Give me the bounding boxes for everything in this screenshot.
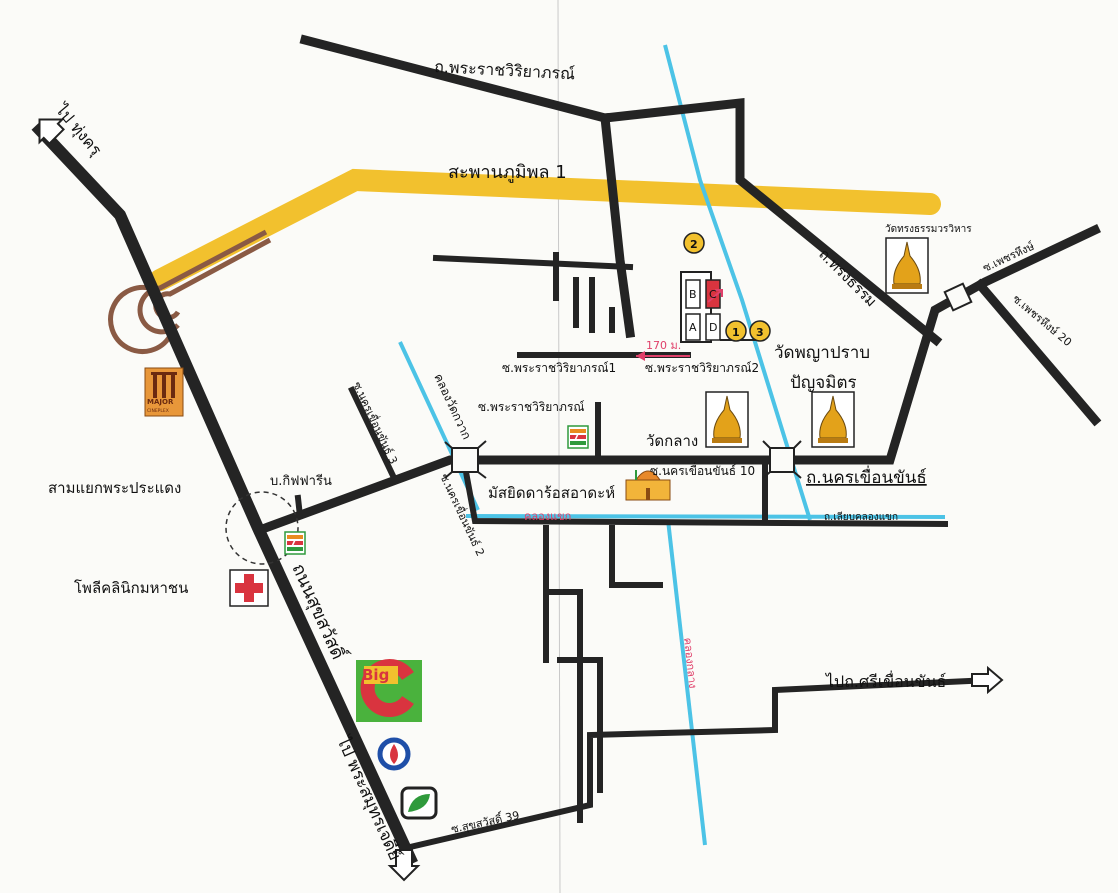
big-c-text: Big — [362, 666, 389, 684]
marker-2-text: 2 — [690, 238, 698, 251]
label-soi-prv: ซ.พระราชวิริยาภรณ์ — [478, 400, 585, 414]
marker-3-text: 3 — [756, 326, 764, 339]
circle-marker-2 — [683, 232, 705, 254]
bangchak-icon — [400, 786, 438, 820]
arrow-left-icon — [38, 118, 65, 145]
label-mosque: มัสยิดดาร้อสอาดะห์ — [488, 484, 615, 502]
building-c: C — [709, 288, 717, 301]
canal-klang — [666, 519, 707, 846]
label-bridge: สะพานภูมิพล 1 — [448, 162, 567, 183]
building-d: D — [709, 321, 717, 334]
label-polyclinic: โพลีคลินิกมหาชน — [74, 579, 188, 597]
fold-line — [557, 0, 561, 893]
arrow-entry-icon — [707, 289, 723, 303]
seven-text: 7 — [573, 433, 579, 443]
ptt-icon — [377, 737, 411, 771]
major-cineplex-icon — [144, 367, 184, 417]
building-b: B — [689, 288, 697, 301]
major-logo-sub: CINEPLEX — [147, 408, 169, 414]
seven-eleven-icon — [284, 531, 306, 555]
label-soi-prv2: ซ.พระราชวิริยาภรณ์2 — [645, 361, 759, 375]
intersection-marker-2 — [762, 440, 802, 479]
temple-icon — [705, 391, 749, 448]
label-soi-nk3: ซ.นครเขื่อนขันธ์ 3 — [350, 379, 401, 466]
road-phra-ratchawiriyaphon — [299, 34, 943, 347]
arrow-down-icon — [387, 849, 421, 882]
label-soi-nk10: ซ.นครเขื่อนขันธ์ 10 — [650, 462, 755, 478]
label-wat-songtham: วัดทรงธรรมวรวิหาร — [885, 224, 972, 235]
label-soi-prv1: ซ.พระราชวิริยาภรณ์1 — [502, 361, 616, 375]
label-distance: 170 ม. — [646, 339, 681, 352]
label-wat-klang: วัดกลาง — [646, 432, 698, 450]
arrow-left-icon — [636, 351, 645, 361]
label-khlong-wat-kwan: คลองวัดกวาก — [431, 371, 474, 441]
label-thanon-songtham: ถ.ทรงธรรม — [815, 245, 880, 310]
intersection-marker-1 — [444, 440, 487, 479]
mosque-icon — [625, 470, 671, 501]
label-wat-phaya-1: วัดพญาปราบ — [774, 343, 870, 363]
big-c-icon — [356, 659, 422, 722]
label-thanon-nk: ถ.นครเขื่อนขันธ์ — [806, 465, 927, 488]
label-soi-phetcharat-20: ซ.เพชรหึงษ์ 20 — [1010, 292, 1074, 349]
label-to-srikhuean: ไปถ.ศรีเขื่อนขันธ์ — [824, 670, 946, 691]
marker-1-text: 1 — [732, 326, 740, 339]
label-liap-khlong: ถ.เลียบคลองแขก — [824, 511, 898, 523]
hospital-cross-icon — [229, 569, 269, 607]
road-phetcharat-20 — [973, 278, 1102, 427]
major-logo-text: MAJOR — [147, 398, 174, 406]
temple-icon — [811, 391, 855, 448]
canal-khaek — [465, 514, 946, 519]
road-suksawat — [31, 121, 418, 866]
road-north-south — [600, 113, 636, 339]
label-wat-phaya-2: ปัญจมิตร — [790, 373, 857, 393]
road-nakhon-khuean-khan — [262, 224, 1101, 533]
temple-icon — [885, 237, 929, 294]
seven-text-2: 7 — [290, 539, 296, 549]
building-a: A — [689, 321, 697, 334]
label-junction: สามแยกพระประแดง — [48, 479, 181, 497]
label-khlong-khaek: คลองแขก — [524, 510, 571, 523]
circle-marker-1 — [725, 320, 747, 342]
label-gift-green: บ.กิฟฟารีน — [270, 473, 332, 489]
bridge-road — [149, 168, 941, 291]
arrow-right-icon — [971, 665, 1004, 695]
junction-circle — [225, 491, 299, 565]
road-network-secondary — [264, 252, 994, 851]
seven-eleven-icon — [567, 425, 589, 449]
intersection-marker-3 — [943, 282, 973, 312]
circle-marker-3 — [749, 320, 771, 342]
label-khlong-klang: คลองกลาง — [681, 637, 699, 689]
